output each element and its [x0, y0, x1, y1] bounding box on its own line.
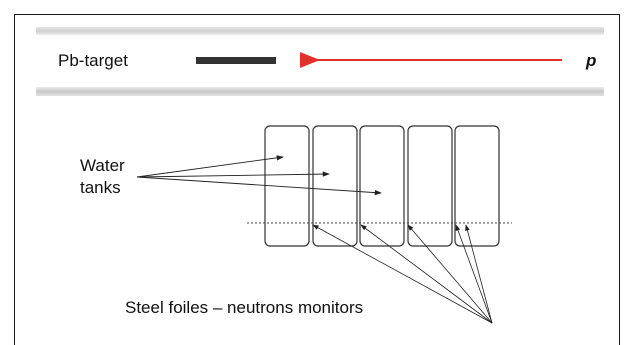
pointer-arrow-tank1 [136, 155, 284, 178]
beam-pipe-bottom-wall [36, 87, 604, 96]
proton-label: p [585, 51, 596, 70]
water-tank [264, 125, 310, 247]
water-tanks-group [264, 125, 500, 247]
pointer-arrow-foil5 [465, 224, 493, 324]
water-tank [454, 125, 500, 247]
water-tanks-label-line2: tanks [80, 178, 121, 197]
water-tanks-label-line1: Water [80, 156, 125, 175]
water-tank [407, 125, 453, 247]
beam-pipe-top-wall [36, 27, 604, 35]
water-tank [359, 125, 405, 247]
steel-foils-label: Steel foiles – neutrons monitors [125, 298, 363, 317]
pointer-arrow-foil1 [312, 224, 493, 324]
pb-target-label: Pb-target [58, 51, 128, 70]
water-tank [312, 125, 358, 247]
pointer-arrow-foil4 [455, 224, 493, 324]
pointer-arrow-tank2 [136, 171, 330, 178]
pb-target-bar [196, 57, 276, 64]
pointer-arrow-tank3 [136, 176, 382, 196]
pointer-arrow-foil3 [407, 224, 493, 324]
pointer-arrow-foil2 [360, 224, 493, 324]
